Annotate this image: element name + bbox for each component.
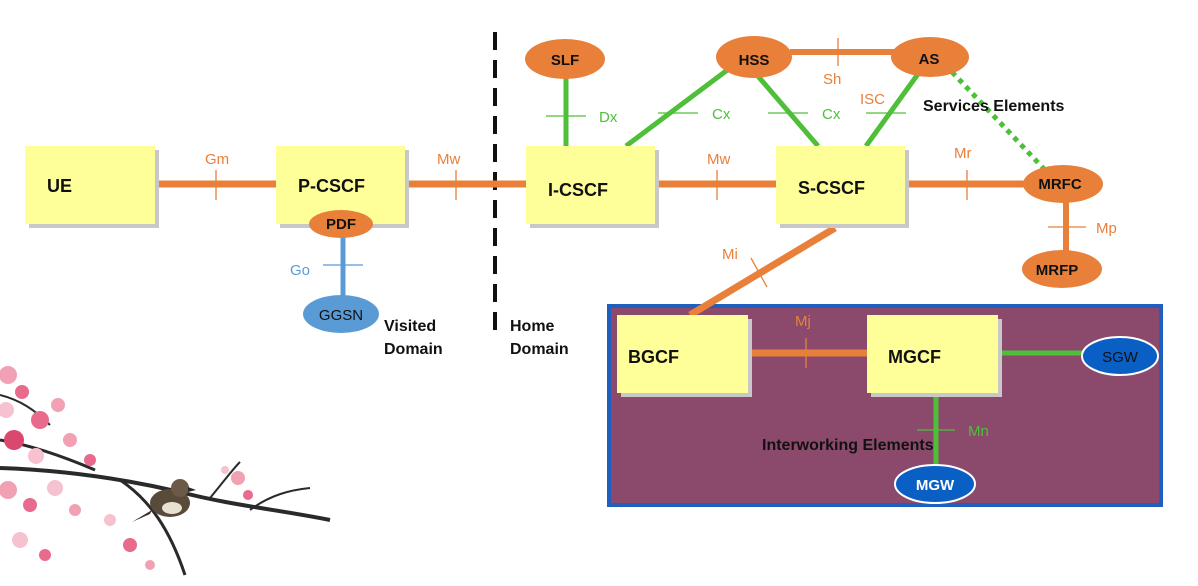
mp-interface-label: Mp — [1096, 220, 1117, 237]
isc-interface-label: ISC — [860, 91, 885, 108]
interworking-elements-label: Interworking Elements — [762, 437, 934, 454]
gm-interface-label: Gm — [205, 151, 229, 168]
mj-interface-label: Mj — [795, 313, 811, 330]
mrfp-node — [1022, 250, 1102, 288]
blossom-branch-decoration — [0, 366, 331, 576]
ggsn-node — [303, 295, 379, 333]
mw-interface-label-2: Mw — [707, 151, 730, 168]
as-label: AS — [919, 51, 940, 68]
link-as-mrfc — [950, 70, 1047, 172]
mgw-node — [894, 464, 976, 504]
go-interface-label: Go — [290, 262, 310, 279]
mrfc-label: MRFC — [1038, 176, 1081, 193]
link-as-scscf — [863, 72, 921, 148]
mgw-label: MGW — [916, 477, 955, 494]
mgcf-label: MGCF — [888, 347, 941, 367]
mi-interface-label: Mi — [722, 246, 738, 263]
services-elements-label: Services Elements — [923, 98, 1065, 115]
link-hss-scscf — [755, 73, 820, 148]
scscf-box — [776, 146, 905, 224]
home-domain-label-line1: Home — [510, 318, 555, 335]
mr-interface-label: Mr — [954, 145, 972, 162]
slf-label: SLF — [551, 52, 579, 69]
interface-ticks — [215, 38, 1086, 431]
ue-box — [25, 146, 155, 224]
mn-interface-label: Mn — [968, 423, 989, 440]
sgw-node — [1081, 336, 1159, 376]
cx-interface-label-2: Cx — [822, 106, 841, 123]
visited-domain-label-line1: Visited — [384, 318, 436, 335]
dx-interface-label: Dx — [599, 109, 618, 126]
icscf-label: I-CSCF — [548, 180, 608, 200]
pdf-node — [309, 210, 373, 238]
link-hss-icscf — [624, 66, 732, 148]
slf-node — [525, 39, 605, 79]
hss-node — [716, 36, 792, 78]
cx-interface-label-1: Cx — [712, 106, 731, 123]
scscf-label: S-CSCF — [798, 178, 865, 198]
ue-label: UE — [47, 176, 72, 196]
hss-label: HSS — [739, 52, 770, 69]
mrfc-node — [1023, 165, 1103, 203]
icscf-box — [526, 146, 655, 224]
bgcf-box — [617, 315, 748, 393]
mrfp-label: MRFP — [1036, 262, 1079, 279]
as-node — [891, 37, 969, 77]
home-domain-label-line2: Domain — [510, 341, 569, 358]
sh-interface-label: Sh — [823, 71, 841, 88]
ggsn-label: GGSN — [319, 307, 363, 324]
link-scscf-bgcf — [688, 224, 837, 319]
visited-domain-label-line2: Domain — [384, 341, 443, 358]
bgcf-label: BGCF — [628, 347, 679, 367]
mw-interface-label-1: Mw — [437, 151, 460, 168]
pdf-label: PDF — [326, 216, 356, 233]
sgw-label: SGW — [1102, 349, 1139, 366]
mgcf-box — [867, 315, 998, 393]
pcscf-label: P-CSCF — [298, 176, 365, 196]
